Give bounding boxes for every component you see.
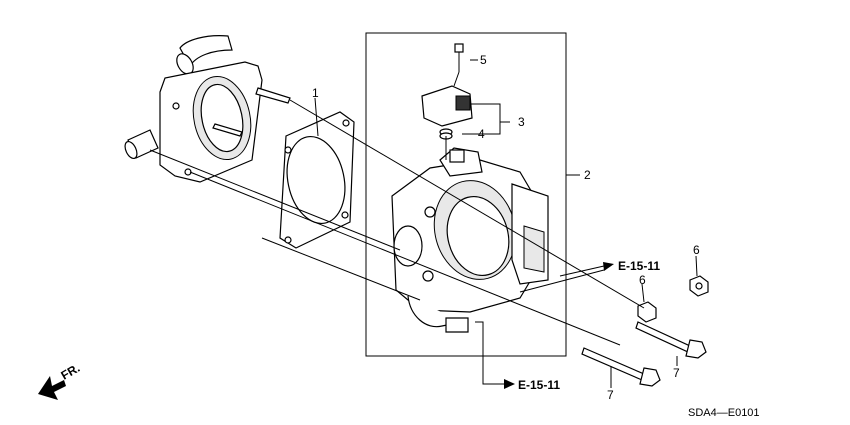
bolt-lower: [581, 347, 661, 387]
reference-arrow-lower: [475, 321, 515, 389]
front-direction-label: FR.: [59, 361, 83, 383]
callout-7-lower: 7: [607, 388, 614, 402]
diagram-code: SDA4—E0101: [688, 407, 760, 419]
gasket: [279, 111, 355, 249]
nut-right: [689, 275, 709, 297]
callout-1: 1: [312, 86, 319, 100]
callout-3: 3: [518, 115, 525, 129]
intake-manifold: [124, 35, 291, 183]
throttle-body: [391, 147, 549, 333]
nut-left: [637, 301, 657, 323]
leader-lines: [314, 59, 698, 388]
callout-4: 4: [478, 127, 485, 141]
front-arrow-icon: [38, 376, 66, 400]
callout-5: 5: [480, 53, 487, 67]
callout-6-left: 6: [639, 273, 646, 287]
callout-2: 2: [584, 168, 591, 182]
front-direction-indicator: FR.: [38, 361, 82, 400]
map-sensor: [421, 85, 473, 136]
screw: [454, 43, 464, 72]
reference-label-lower: E-15-11: [518, 378, 560, 392]
callout-6-right: 6: [693, 243, 700, 257]
callout-7-upper: 7: [673, 366, 680, 380]
assembly-outline: [365, 32, 567, 357]
reference-label-upper: E-15-11: [618, 259, 660, 273]
reference-arrow-upper: [559, 262, 614, 277]
bolt-upper: [635, 321, 707, 359]
alignment-lines: [149, 71, 645, 346]
